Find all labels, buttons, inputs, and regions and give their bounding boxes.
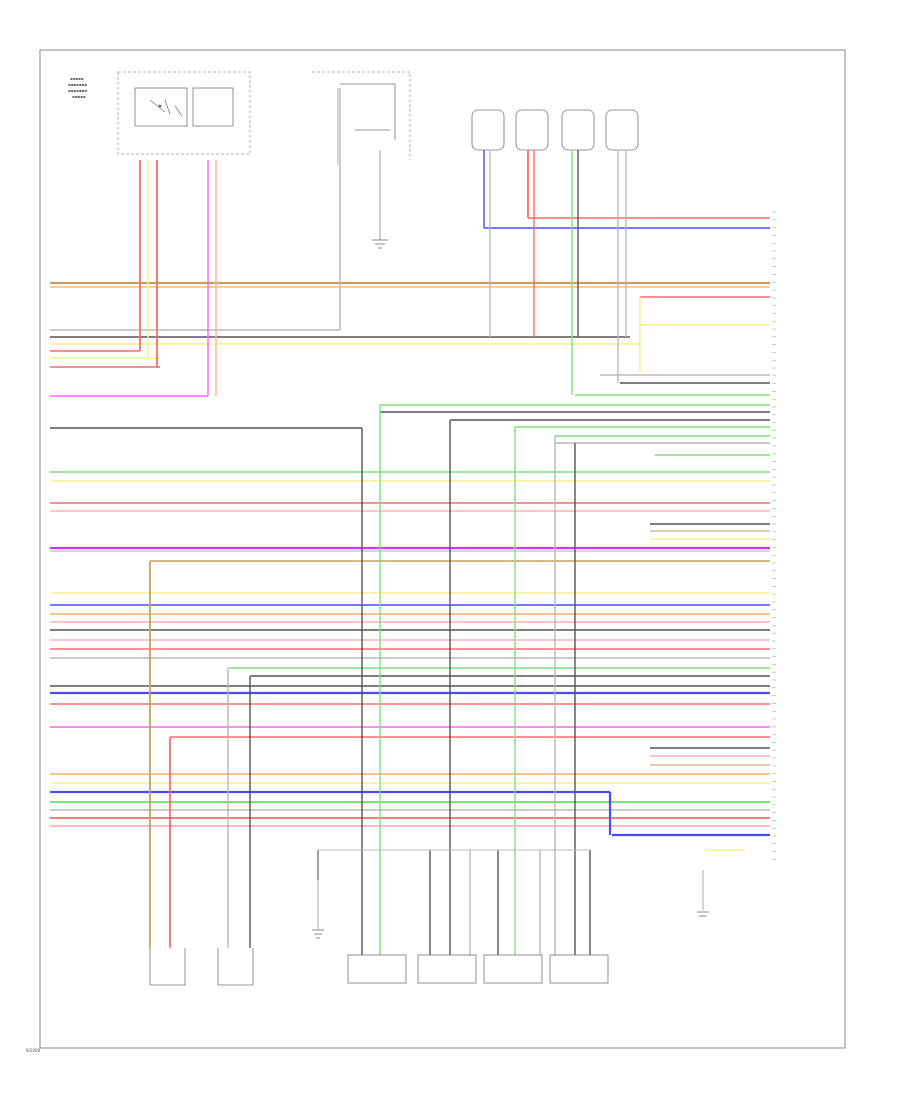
diagram-frame — [39, 49, 846, 1049]
svg-text:▪▪▪▪▪: ▪▪▪▪▪ — [72, 94, 86, 99]
vertical-wires — [139, 88, 641, 955]
relay-connector-label: ▪▪▪▪▪ ▪▪▪▪▪▪▪ ▪▪▪▪▪▪▪ ▪▪▪▪▪ — [68, 76, 87, 99]
sensor-group-top — [471, 109, 639, 151]
relay-block — [117, 71, 251, 155]
page-label: 9/2008 — [26, 1048, 41, 1053]
svg-text:▪▪▪▪▪: ▪▪▪▪▪ — [70, 76, 84, 81]
control-module-top — [312, 71, 411, 165]
horizontal-wires — [50, 217, 770, 851]
sensor-bottom-left — [149, 948, 254, 986]
ground-top — [372, 150, 388, 249]
ecm-connector-pins — [772, 211, 776, 860]
svg-text:▪▪▪▪▪▪▪: ▪▪▪▪▪▪▪ — [68, 82, 87, 87]
ground-bottom — [312, 850, 709, 939]
injector-group — [347, 954, 609, 984]
svg-text:▪▪▪▪▪▪▪: ▪▪▪▪▪▪▪ — [68, 88, 87, 93]
